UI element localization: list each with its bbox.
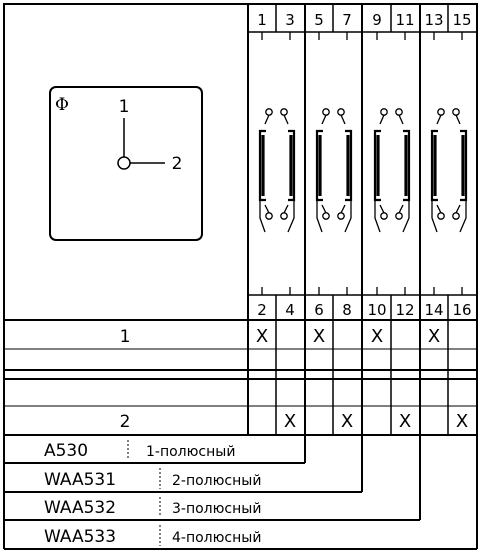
mark-p1-t1: X bbox=[256, 326, 268, 347]
mark-p2-t11: X bbox=[399, 411, 411, 432]
terminal-1-label: 1 bbox=[257, 11, 267, 29]
variant-4-code: WAA533 bbox=[44, 527, 116, 547]
table-position-2-label: 2 bbox=[120, 412, 131, 432]
variant-3-description: 3-полюсный bbox=[172, 501, 261, 517]
position-1-marks: X X X X bbox=[256, 326, 440, 347]
terminal-15-label: 15 bbox=[452, 11, 471, 29]
terminal-11-label: 11 bbox=[395, 11, 414, 29]
mark-p1-t13: X bbox=[428, 326, 440, 347]
dial-symbol: Φ 1 2 bbox=[49, 86, 203, 241]
variant-1-description: 1-полюсный bbox=[146, 444, 235, 460]
terminal-5-label: 5 bbox=[314, 11, 324, 29]
contact-symbols bbox=[258, 32, 468, 295]
variant-3-code: WAA532 bbox=[44, 498, 116, 518]
mark-p2-t7: X bbox=[341, 411, 353, 432]
contact-pole-4 bbox=[430, 32, 468, 295]
mark-p2-t3: X bbox=[284, 411, 296, 432]
table-position-1-label: 1 bbox=[120, 327, 131, 347]
terminal-16-label: 16 bbox=[452, 301, 471, 319]
contact-pole-2 bbox=[315, 32, 353, 295]
terminal-8-label: 8 bbox=[342, 301, 352, 319]
terminal-12-label: 12 bbox=[395, 301, 414, 319]
column-dividers bbox=[275, 4, 449, 435]
variant-separators bbox=[127, 440, 161, 546]
variant-2-description: 2-полюсный bbox=[172, 473, 261, 489]
table-row-lines bbox=[4, 348, 477, 407]
terminal-3-label: 3 bbox=[285, 11, 295, 29]
mark-p2-t15: X bbox=[456, 411, 468, 432]
top-terminal-labels: 1 3 5 7 9 11 13 15 bbox=[257, 11, 471, 29]
dial-position-2-label: 2 bbox=[172, 154, 183, 174]
contact-pole-3 bbox=[373, 32, 411, 295]
dial-position-1-label: 1 bbox=[119, 97, 130, 117]
terminal-2-label: 2 bbox=[257, 301, 267, 319]
terminal-4-label: 4 bbox=[285, 301, 295, 319]
terminal-7-label: 7 bbox=[342, 11, 352, 29]
dial-pivot bbox=[117, 156, 131, 170]
terminal-13-label: 13 bbox=[424, 11, 443, 29]
outer-frame bbox=[3, 3, 478, 436]
variant-4-description: 4-полюсный bbox=[172, 530, 261, 546]
phi-symbol: Φ bbox=[55, 95, 69, 115]
mark-p1-t5: X bbox=[313, 326, 325, 347]
position-2-marks: X X X X bbox=[284, 411, 468, 432]
terminal-10-label: 10 bbox=[367, 301, 386, 319]
dial-frame bbox=[49, 86, 203, 241]
terminal-14-label: 14 bbox=[424, 301, 443, 319]
contact-pole-1 bbox=[258, 32, 296, 295]
mark-p1-t9: X bbox=[371, 326, 383, 347]
terminal-6-label: 6 bbox=[314, 301, 324, 319]
variant-1-code: A530 bbox=[44, 441, 88, 461]
variant-legend-frame bbox=[3, 435, 478, 550]
bottom-terminal-labels: 2 4 6 8 10 12 14 16 bbox=[257, 301, 471, 319]
variant-2-code: WAA531 bbox=[44, 470, 116, 490]
terminal-9-label: 9 bbox=[372, 11, 382, 29]
